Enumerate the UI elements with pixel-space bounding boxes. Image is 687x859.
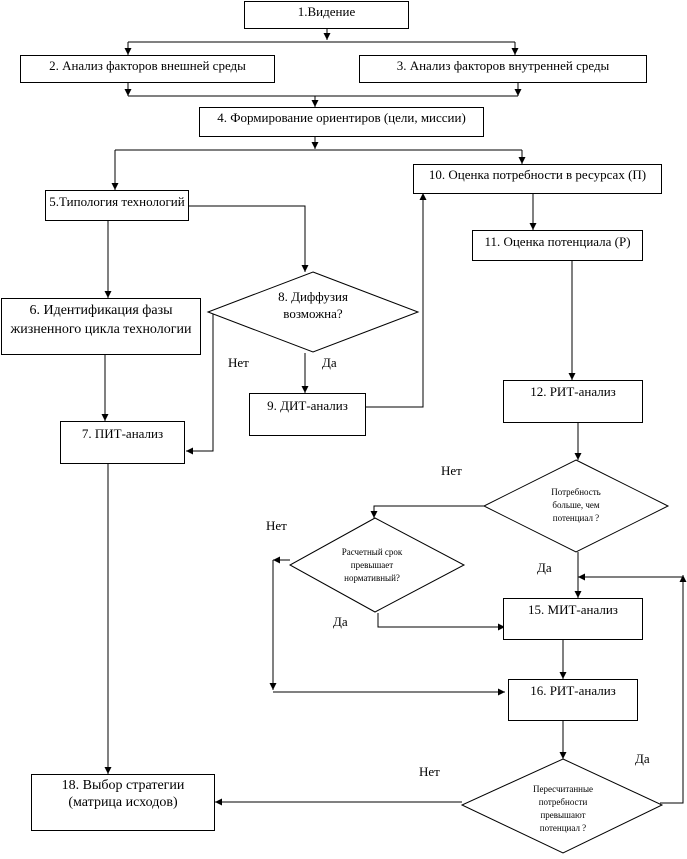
decision-13-line1: Потребность	[551, 487, 601, 497]
node-6-label-line2: жизненного цикла технологии	[10, 322, 192, 337]
node-18-label-line1: 18. Выбор стратегии	[61, 778, 185, 793]
decision-14-text: Расчетный срок превышает нормативный?	[322, 546, 422, 585]
label-8-yes: Да	[322, 355, 337, 370]
node-7-label: 7. ПИТ-анализ	[81, 426, 164, 441]
label-14-no: Нет	[266, 518, 287, 533]
edge-13-no-14	[370, 505, 484, 518]
node-10-label: 10. Оценка потребности в ресурсах (П)	[428, 167, 647, 182]
edge-8-no-7	[186, 313, 214, 455]
decision-diamond-13	[482, 459, 670, 553]
decision-diamond-17	[460, 758, 664, 854]
node-6-lifecycle: 6. Идентификация фазы жизненного цикла т…	[1, 298, 201, 355]
node-4-goals: 4. Формирование ориентиров (цели, миссии…	[199, 107, 484, 137]
label-13-yes: Да	[537, 560, 552, 575]
label-17-no: Нет	[419, 764, 440, 779]
node-15-label: 15. МИТ-анализ	[528, 602, 618, 617]
node-2-external-analysis: 2. Анализ факторов внешней среды	[20, 55, 275, 83]
decision-13-line2: больше, чем	[552, 500, 600, 510]
node-6-label-line1: 6. Идентификация фазы	[29, 303, 173, 318]
node-1-label: 1.Видение	[297, 4, 356, 19]
edge-9-10	[366, 193, 427, 408]
decision-17-text: Пересчитанные потребности превышают поте…	[513, 783, 613, 835]
edge-17-yes-loop	[660, 575, 687, 804]
node-11-potential: 11. Оценка потенциала (Р)	[472, 230, 643, 261]
edge-14-yes-15	[377, 613, 505, 631]
decision-14-line2: превышает	[350, 560, 394, 570]
node-10-resource-needs: 10. Оценка потребности в ресурсах (П)	[413, 164, 662, 194]
decision-diamond-8	[206, 271, 420, 353]
node-2-label: 2. Анализ факторов внешней среды	[49, 58, 246, 73]
decision-8-line1: 8. Диффузия	[278, 289, 348, 304]
decision-8-text: 8. Диффузия возможна?	[253, 288, 373, 322]
decision-13-line3: потенциал ?	[552, 513, 600, 523]
node-12-rit-analysis: 12. РИТ-анализ	[503, 380, 643, 423]
decision-13-text: Потребность больше, чем потенциал ?	[521, 486, 631, 525]
node-11-label: 11. Оценка потенциала (Р)	[484, 234, 631, 249]
node-18-strategy-choice: 18. Выбор стратегии (матрица исходов)	[31, 774, 215, 831]
node-1-vision: 1.Видение	[244, 1, 409, 29]
node-9-label: 9. ДИТ-анализ	[267, 398, 348, 413]
node-16-label: 16. РИТ-анализ	[530, 683, 616, 698]
node-16-rit-analysis: 16. РИТ-анализ	[508, 679, 638, 721]
label-8-no: Нет	[228, 355, 249, 370]
label-17-yes: Да	[635, 751, 650, 766]
node-12-label: 12. РИТ-анализ	[530, 384, 616, 399]
node-5-label: 5.Типология технологий	[49, 194, 185, 209]
decision-17-line3: превышают	[540, 810, 586, 820]
decision-14-line1: Расчетный срок	[341, 547, 403, 557]
node-9-dit-analysis: 9. ДИТ-анализ	[249, 393, 366, 436]
node-5-typology: 5.Типология технологий	[45, 190, 189, 221]
label-14-yes: Да	[333, 614, 348, 629]
node-3-label: 3. Анализ факторов внутренней среды	[396, 58, 610, 73]
decision-17-line1: Пересчитанные	[532, 784, 594, 794]
node-3-internal-analysis: 3. Анализ факторов внутренней среды	[359, 55, 647, 83]
decision-14-line3: нормативный?	[344, 573, 400, 583]
node-15-mit-analysis: 15. МИТ-анализ	[503, 598, 643, 640]
edge-5-8	[188, 205, 309, 272]
node-4-label: 4. Формирование ориентиров (цели, миссии…	[217, 110, 466, 125]
decision-17-line4: потенциал ?	[539, 823, 587, 833]
node-18-label-line2: (матрица исходов)	[68, 795, 178, 810]
decision-8-line2: возможна?	[283, 306, 343, 321]
decision-17-line2: потребности	[538, 797, 588, 807]
node-7-pit-analysis: 7. ПИТ-анализ	[60, 421, 185, 464]
decision-diamond-14	[288, 517, 466, 613]
label-13-no: Нет	[441, 463, 462, 478]
